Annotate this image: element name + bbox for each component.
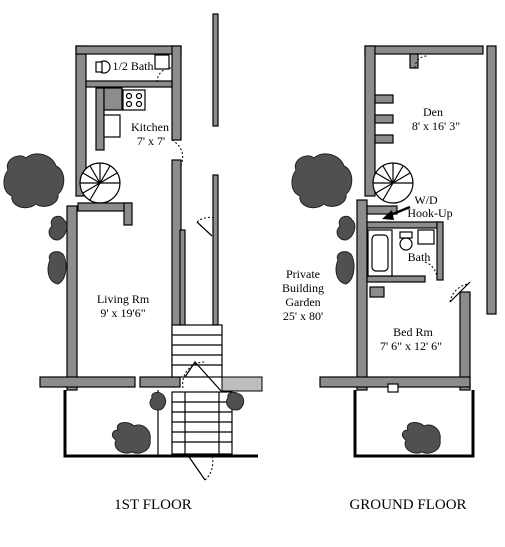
corridor-door-swing [196, 216, 216, 223]
shrub [47, 251, 67, 285]
ground-lower-right-wall [459, 291, 471, 391]
shrub [335, 251, 355, 285]
ground-left-wall [356, 199, 368, 391]
stoop-stair-treads [172, 334, 222, 366]
first-floor-yard-fence [63, 390, 258, 458]
corridor-wall-top [212, 13, 219, 127]
ground-floor-title: GROUND FLOOR [349, 497, 466, 513]
bed-stub-wall [369, 286, 385, 298]
shrub [291, 153, 353, 209]
kitchen-door-swing [171, 139, 184, 169]
bath-bottom-wall [366, 275, 426, 283]
bath-door-swing [424, 261, 438, 281]
first-floor-bottom-wall [39, 376, 136, 388]
first-floor-plan [39, 13, 263, 481]
bed-door [449, 281, 471, 303]
garden-size: 25' x 80' [283, 309, 323, 323]
bath-top-wall [366, 221, 440, 229]
bath-sink [154, 54, 170, 70]
first-floor-bottom-wall-right [139, 376, 181, 388]
ground-toilet [399, 237, 413, 251]
lower-stair-treads [172, 392, 232, 454]
den-size: 8' x 16' 3" [412, 119, 460, 133]
shrub [3, 153, 65, 209]
ground-spiral-treads [373, 163, 413, 201]
den-stub-wall [374, 94, 394, 104]
ground-upper-left-wall [364, 45, 376, 197]
kitchen-counter-wall [95, 87, 105, 151]
shrub [48, 215, 68, 241]
shrub [225, 391, 245, 411]
kitchen-stove-block [103, 87, 123, 111]
stove-fixture [122, 89, 146, 111]
corridor-wall-right [212, 174, 219, 326]
kitchen-label: Kitchen [131, 120, 169, 134]
first-floor-landing [221, 376, 263, 392]
wd-label-line2: Hook-Up [407, 206, 452, 220]
burner [135, 100, 143, 108]
stair-partition [77, 202, 131, 212]
bottom-gate-swing [204, 455, 214, 481]
ground-floor-plan [319, 45, 497, 458]
first-floor-top-wall [75, 45, 182, 55]
stoop-stairs [171, 324, 223, 378]
den-label: Den [423, 105, 443, 119]
ground-right-wall [486, 45, 497, 315]
ground-bath-sink [417, 229, 435, 245]
toilet-tank [95, 61, 103, 73]
corridor-wall-left [179, 229, 186, 326]
gate-swing [182, 361, 206, 389]
den-stub-wall [374, 114, 394, 124]
living-room-label: Living Rm [97, 292, 150, 306]
burner [125, 100, 133, 108]
bed-room-label: Bed Rm [393, 325, 433, 339]
ground-top-wall [364, 45, 484, 55]
wd-arrow [382, 205, 411, 220]
kitchen-size: 7' x 7' [137, 134, 165, 148]
bed-room-size: 7' 6" x 12' 6" [380, 339, 442, 353]
gate [184, 361, 223, 393]
stair-partition-end [123, 202, 133, 226]
ground-yard-fence [353, 390, 475, 458]
corridor-door [196, 221, 213, 237]
bath-right-wall [436, 221, 444, 281]
garden-label-line2: Building [282, 281, 324, 295]
den-stub-wall [374, 134, 394, 144]
bath-partition [85, 80, 173, 88]
ground-bath-label: Bath [408, 250, 431, 264]
burner [135, 92, 143, 100]
ground-toilet-tank [399, 231, 413, 239]
living-room-size: 9' x 19'6" [100, 306, 145, 320]
burner [125, 92, 133, 100]
garden-label-line3: Garden [285, 295, 320, 309]
bath-door-swing [156, 67, 172, 83]
kitchen-sink [103, 114, 121, 138]
den-door-swing [414, 55, 428, 69]
wd-partition [366, 205, 398, 215]
first-floor-left-wall [66, 205, 78, 391]
lower-stairs [171, 391, 233, 455]
den-pilaster [409, 53, 419, 69]
shrub [111, 422, 151, 454]
shrub [149, 391, 167, 411]
half-bath-label: 1/2 Bath [113, 59, 154, 73]
ground-floor-shrubs [291, 153, 441, 454]
first-floor-upper-right-wall [171, 45, 182, 141]
shrub [401, 422, 441, 454]
shrub [336, 215, 356, 241]
wd-label-line1: W/D [414, 193, 438, 207]
first-floor-title: 1ST FLOOR [114, 497, 192, 513]
window-post [387, 383, 399, 393]
bathtub-basin [371, 234, 389, 272]
bed-door-swing [449, 283, 469, 303]
first-floor-shrubs [3, 153, 245, 454]
bottom-gate [186, 453, 206, 481]
spiral-stair-treads [80, 163, 120, 201]
garden-label-line1: Private [286, 267, 320, 281]
